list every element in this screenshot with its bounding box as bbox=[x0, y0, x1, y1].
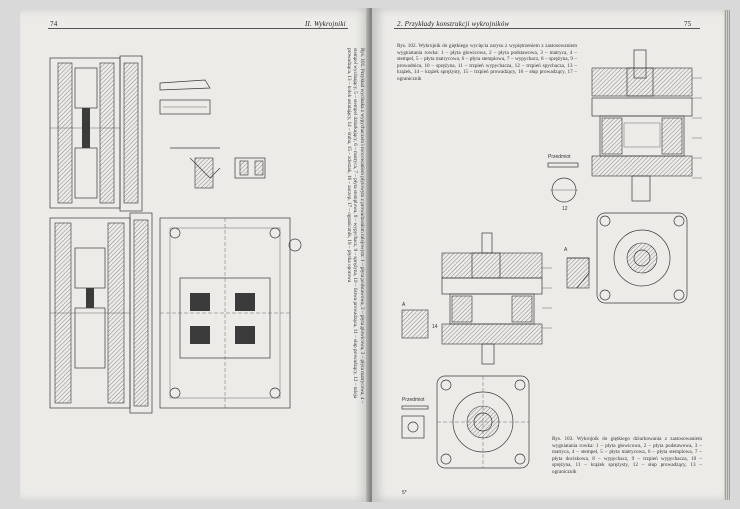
left-page-number: 74 bbox=[50, 20, 58, 28]
dimension-2: 14 bbox=[432, 324, 438, 330]
square-plan-top bbox=[596, 212, 688, 304]
figure-102-caption: Rys. 102. Wykrojnik do giętkiego wycięci… bbox=[397, 43, 577, 82]
technical-drawing-left bbox=[49, 55, 302, 414]
left-figure-caption: Rys. 101. Przykład wycinaka z wypychacze… bbox=[345, 48, 365, 404]
page-edges bbox=[724, 10, 730, 500]
left-running-head: II. Wykrojniki bbox=[305, 20, 346, 28]
right-page-number: 75 bbox=[684, 20, 692, 28]
section-view-lower bbox=[49, 212, 153, 414]
right-page: 2. Przykłady konstrukcji wykrojników 75 … bbox=[372, 8, 724, 502]
right-running-head: 2. Przykłady konstrukcji wykrojników bbox=[397, 20, 510, 28]
label-a-2: A bbox=[402, 302, 406, 308]
header-rule bbox=[48, 28, 348, 29]
label-przedmiot-1: Przedmiot bbox=[548, 154, 571, 160]
technical-drawing-right: Przedmiot 12 A bbox=[401, 49, 702, 496]
plan-view bbox=[159, 217, 302, 409]
die-section-middle bbox=[441, 232, 552, 365]
workpiece-detail-2: Przedmiot bbox=[401, 397, 429, 439]
die-section-top-right bbox=[591, 49, 702, 202]
detail-views-top bbox=[159, 79, 266, 189]
detail-a-upper: A bbox=[564, 247, 590, 289]
section-view-upper bbox=[49, 55, 143, 212]
detail-a-lower: A 14 bbox=[401, 302, 438, 339]
label-a-1: A bbox=[564, 247, 568, 253]
left-page: 74 II. Wykrojniki bbox=[20, 8, 370, 502]
figure-103-caption: Rys. 103. Wykrojnik do giętkiego dziurko… bbox=[552, 436, 702, 475]
workpiece-detail-1: Przedmiot 12 bbox=[547, 154, 579, 212]
label-przedmiot-2: Przedmiot bbox=[402, 397, 425, 403]
header-rule-right bbox=[394, 28, 700, 29]
footer-mark: 5* bbox=[402, 490, 407, 496]
book-gutter bbox=[366, 8, 376, 502]
square-plan-bottom bbox=[436, 375, 530, 469]
dimension-1: 12 bbox=[562, 206, 568, 212]
